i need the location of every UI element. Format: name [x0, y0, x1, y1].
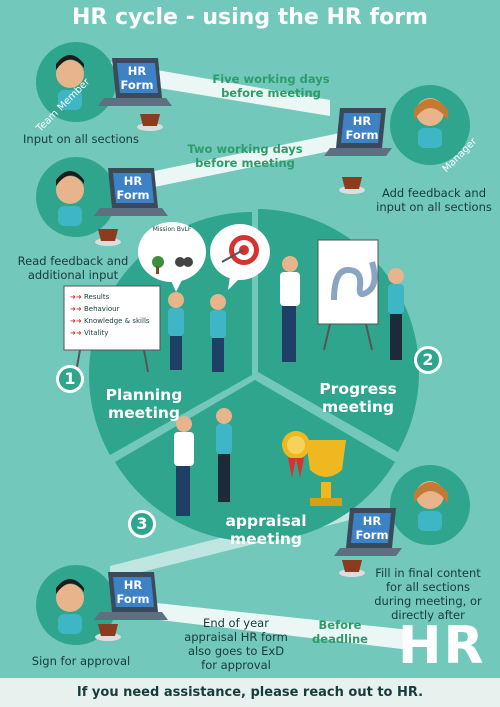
trophy-award — [282, 431, 346, 506]
progress-people — [280, 256, 404, 362]
step-manager-line1: Add feedback and — [381, 186, 487, 200]
label-planning-meeting: Planning meeting — [105, 386, 183, 422]
step-final-line2: for all sections — [386, 580, 470, 594]
step-eoy-line3: also goes to ExD — [187, 644, 285, 658]
laptop-5-screen-hr: HR — [123, 578, 143, 592]
team-member-avatar-mid — [56, 171, 84, 226]
appraisal-people — [174, 408, 232, 516]
step-before-deadline: Before deadline — [312, 618, 368, 646]
laptop-4-screen-hr: HR — [362, 514, 382, 528]
pie-segment-progress — [258, 209, 419, 452]
step-eoy-line4: for approval — [201, 658, 271, 672]
speech-bubble-target — [210, 224, 270, 290]
step-two-days-line2: before meeting — [195, 156, 295, 170]
step-sign-approval: Sign for approval — [31, 654, 131, 668]
laptop-3-screen-form: Form — [116, 188, 150, 202]
laptop-3-screen-label: HR Form — [114, 174, 152, 202]
laptop-3-screen-hr: HR — [123, 174, 143, 188]
page-title: HR cycle - using the HR form — [72, 5, 428, 30]
coffee-cup-2 — [339, 177, 365, 194]
progress-flipchart — [317, 239, 379, 351]
board-item-knowledge-text: Knowledge & skills — [83, 317, 150, 325]
planning-whiteboard — [63, 285, 161, 373]
badge-appraisal: 3 — [128, 510, 156, 538]
flow-arrow-1 — [110, 62, 330, 116]
footer-assistance: If you need assistance, please reach out… — [0, 678, 500, 707]
step-final-content: Fill in final content for all sections d… — [360, 566, 496, 622]
laptop-5-screen-form: Form — [116, 592, 150, 606]
step-five-days-line1: Five working days — [212, 72, 330, 86]
laptop-1 — [98, 58, 172, 106]
board-item-behaviour-text: Behaviour — [83, 305, 120, 313]
step-read-line2: additional input — [27, 268, 119, 282]
laptop-1-screen-label: HR Form — [118, 64, 156, 92]
team-member-avatar-bottom — [56, 579, 84, 634]
laptop-2-screen-label: HR Form — [343, 114, 381, 142]
step-manager-feedback: Add feedback and input on all sections — [370, 186, 498, 214]
team-member-avatar-top — [56, 55, 84, 110]
flow-arrow-2 — [120, 132, 345, 194]
laptop-1-screen-form: Form — [120, 78, 154, 92]
step-input-all: Input on all sections — [23, 132, 139, 146]
planning-people — [168, 292, 226, 372]
step-manager-line2: input on all sections — [376, 200, 492, 214]
hr-destination: HR — [398, 616, 486, 676]
step-eoy-line2: appraisal HR form — [184, 630, 288, 644]
board-item-knowledge: ➜➜ Knowledge & skills — [70, 317, 150, 325]
laptop-5-screen-label: HR Form — [114, 578, 152, 606]
step-final-line1: Fill in final content — [375, 566, 481, 580]
label-appraisal-meeting: appraisal meeting — [225, 512, 307, 548]
board-item-vitality: ➜➜ Vitality — [70, 329, 109, 337]
step-two-days: Two working days before meeting — [170, 142, 320, 170]
step-two-days-line1: Two working days — [187, 142, 303, 156]
step-five-days-line2: before meeting — [221, 86, 321, 100]
speech-bubble-mission-text: Mission BvLF — [152, 226, 192, 233]
laptop-4-screen-form: Form — [355, 528, 389, 542]
step-eoy-line1: End of year — [203, 616, 269, 630]
coffee-cup-3 — [95, 229, 121, 246]
laptop-5 — [94, 572, 168, 620]
board-item-results-text: Results — [83, 293, 110, 301]
manager-avatar-final — [414, 481, 448, 531]
coffee-cup-1 — [137, 114, 163, 131]
flow-arrow-3 — [110, 598, 410, 650]
laptop-4-screen-label: HR Form — [353, 514, 391, 542]
label-progress-meeting: Progress meeting — [319, 380, 397, 416]
step-final-line4: directly after — [391, 608, 465, 622]
coffee-cup-4 — [339, 560, 365, 577]
badge-progress: 2 — [414, 346, 442, 374]
badge-planning: 1 — [56, 365, 84, 393]
laptop-2 — [324, 108, 392, 156]
step-five-days: Five working days before meeting — [196, 72, 346, 100]
laptop-2-screen-hr: HR — [352, 114, 372, 128]
step-read-line1: Read feedback and — [17, 254, 129, 268]
board-item-results: ➜➜ Results — [70, 293, 110, 301]
laptop-2-screen-form: Form — [345, 128, 379, 142]
board-item-behaviour: ➜➜ Behaviour — [70, 305, 120, 313]
step-final-line3: during meeting, or — [374, 594, 482, 608]
step-read-feedback: Read feedback and additional input — [8, 254, 138, 282]
manager-avatar — [414, 98, 448, 148]
coffee-cup-5 — [95, 624, 121, 641]
laptop-4 — [334, 508, 402, 556]
board-item-vitality-text: Vitality — [83, 329, 109, 337]
laptop-1-screen-hr: HR — [127, 64, 147, 78]
step-end-of-year: End of year appraisal HR form also goes … — [176, 616, 296, 672]
laptop-3 — [94, 168, 168, 216]
planning-board-list: ➜➜ Results ➜➜ Behaviour ➜➜ Knowledge & s… — [70, 290, 158, 341]
speech-bubble-mission — [138, 222, 206, 292]
